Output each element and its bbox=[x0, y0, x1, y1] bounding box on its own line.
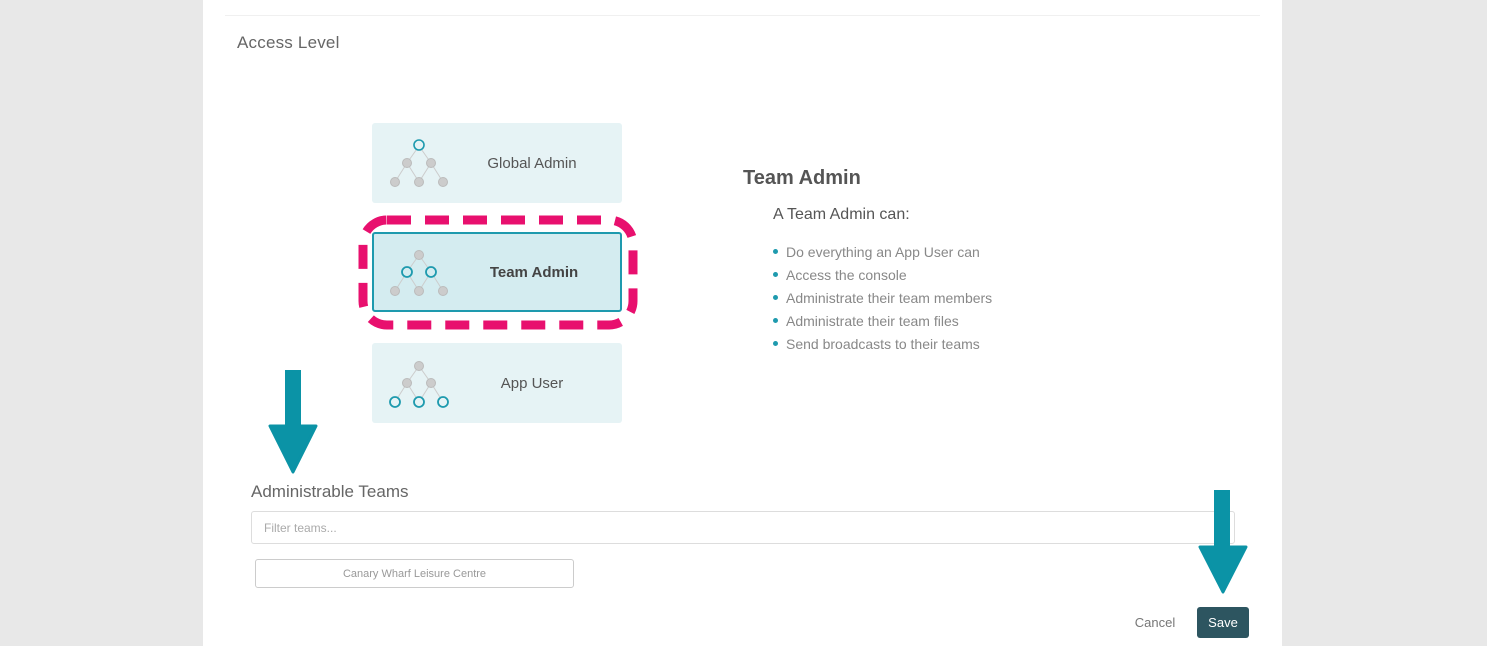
list-item: Administrate their team members bbox=[773, 286, 992, 309]
level-label: App User bbox=[500, 374, 564, 392]
bullet-icon bbox=[773, 249, 778, 254]
bullet-icon bbox=[773, 272, 778, 277]
divider bbox=[225, 15, 1260, 16]
level-label: Global Admin bbox=[487, 154, 577, 172]
list-item: Do everything an App User can bbox=[773, 240, 992, 263]
permission-list: Do everything an App User can Access the… bbox=[773, 240, 992, 355]
administrable-teams-title: Administrable Teams bbox=[251, 482, 409, 501]
list-item: Access the console bbox=[773, 263, 992, 286]
team-chip[interactable]: Canary Wharf Leisure Centre bbox=[255, 559, 574, 588]
level-card-global-admin[interactable]: Global Admin bbox=[372, 123, 622, 203]
level-label: Team Admin bbox=[489, 263, 579, 281]
hierarchy-middle-icon bbox=[390, 250, 448, 296]
detail-subtitle: A Team Admin can: bbox=[773, 206, 910, 223]
filter-teams-input[interactable] bbox=[251, 511, 1235, 544]
cancel-button[interactable]: Cancel bbox=[1125, 607, 1185, 638]
save-button[interactable]: Save bbox=[1197, 607, 1249, 638]
bullet-icon bbox=[773, 318, 778, 323]
access-panel: Access Level Global Admin bbox=[203, 0, 1282, 646]
access-level-title: Access Level bbox=[237, 33, 340, 52]
list-item: Administrate their team files bbox=[773, 309, 992, 332]
level-card-team-admin[interactable]: Team Admin bbox=[372, 232, 622, 312]
bullet-icon bbox=[773, 341, 778, 346]
detail-title: Team Admin bbox=[743, 167, 861, 189]
hierarchy-bottom-icon bbox=[389, 361, 449, 408]
list-item: Send broadcasts to their teams bbox=[773, 332, 992, 355]
bullet-icon bbox=[773, 295, 778, 300]
level-card-app-user[interactable]: App User bbox=[372, 343, 622, 423]
hierarchy-top-icon bbox=[390, 139, 448, 187]
